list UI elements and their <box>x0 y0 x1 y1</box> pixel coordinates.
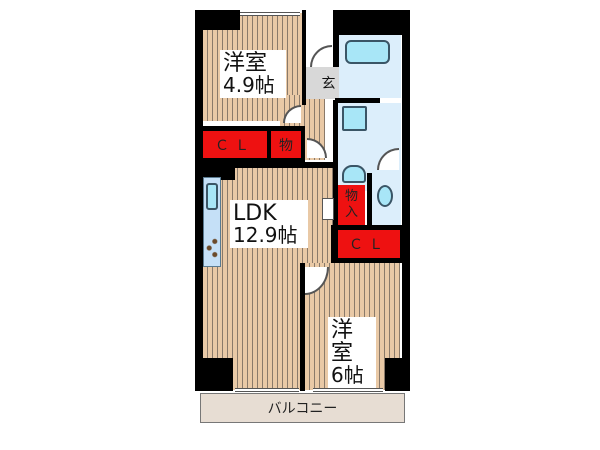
wall-right <box>402 10 410 391</box>
closet-2-label: ＣＬ <box>349 237 389 253</box>
balcony: バルコニー <box>200 393 405 423</box>
sink-icon <box>206 183 218 210</box>
door-entrance[interactable] <box>310 45 332 67</box>
storage-2-label-2: 入 <box>344 205 358 220</box>
toilet-icon <box>377 185 393 207</box>
storage-2-label-1: 物 <box>344 189 358 205</box>
window-top <box>240 12 300 16</box>
wall-bottom-left <box>195 358 233 391</box>
folding-door-storage-2[interactable] <box>322 198 334 220</box>
entrance-label: 玄 <box>321 76 336 92</box>
closet-1: ＣＬ <box>203 131 267 158</box>
bathtub-icon <box>345 40 390 64</box>
western-room-1-size: 4.9帖 <box>223 73 275 98</box>
storage-1: 物 <box>271 131 301 158</box>
stove-icon <box>205 237 219 259</box>
ldk-label: LDK 12.9帖 <box>230 200 308 249</box>
closet-1-label: ＣＬ <box>215 137 255 154</box>
wall-bath-washroom <box>335 98 380 103</box>
wall-room1-right <box>302 10 306 105</box>
washing-machine-icon <box>342 106 367 131</box>
washbasin-icon <box>342 165 366 183</box>
wall-toilet <box>367 173 372 225</box>
ldk-name: LDK <box>233 201 277 226</box>
wall-top-left <box>195 10 240 30</box>
ldk-size: 12.9帖 <box>233 223 298 248</box>
western-room-1-label: 洋室 4.9帖 <box>220 50 286 99</box>
wall-left <box>195 13 203 391</box>
window-bottom-room2 <box>313 388 383 392</box>
balcony-label: バルコニー <box>267 401 338 417</box>
wall-ldk-room2 <box>300 263 305 391</box>
wall-ldk-top-corner <box>195 162 235 180</box>
wall-washroom-left <box>333 100 338 230</box>
western-room-2-label: 洋室 6帖 <box>328 317 376 389</box>
storage-1-label: 物 <box>279 137 293 154</box>
wall-wet-left <box>333 10 339 70</box>
storage-2: 物 入 <box>338 185 365 225</box>
window-bottom-ldk <box>235 388 299 392</box>
closet-2: ＣＬ <box>338 230 400 258</box>
floor-plan: 洋室 4.9帖 ＣＬ 物 玄 物 入 ＣＬ LDK 12.9帖 <box>195 5 410 445</box>
western-room-2-name: 洋室 <box>331 318 354 367</box>
wall-ldk-top <box>195 162 335 168</box>
wall-top-right-block <box>335 10 410 35</box>
western-room-2-size: 6帖 <box>331 363 364 388</box>
wall-bottom-right <box>385 358 410 391</box>
western-room-1-name: 洋室 <box>223 51 268 76</box>
